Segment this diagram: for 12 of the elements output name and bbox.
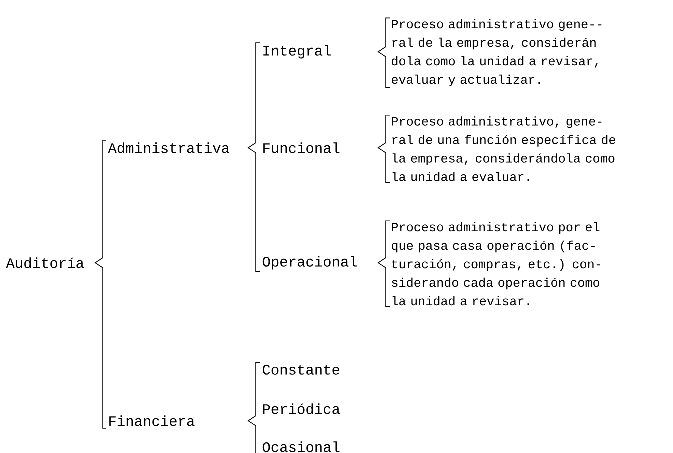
description-text: Proceso administrativo, gene- ral de una función específica de la empresa, considerándola como la unidad a evaluar. [392,116,616,182]
category-label: Constante [263,365,340,375]
category-label: Financiera [110,416,195,426]
description-text: Proceso administrativo por el que pasa casa operación (fac- turación, compras, etc.) con- siderando cada operación como la unidad a revisar. [392,222,600,306]
category-label: Funcional [264,142,340,154]
category-label: Operacional [262,256,358,270]
category-label: Periódica [263,404,340,414]
category-label: Ocasional [262,442,340,452]
description-text: Proceso administrativo gene-- ral de la empresa, considerán dola como la unidad a revisar, evaluar y actualizar. [392,19,602,87]
category-label: Integral [264,45,331,59]
category-label: Administrativa [108,142,230,154]
category-label: Auditoría [6,258,84,268]
